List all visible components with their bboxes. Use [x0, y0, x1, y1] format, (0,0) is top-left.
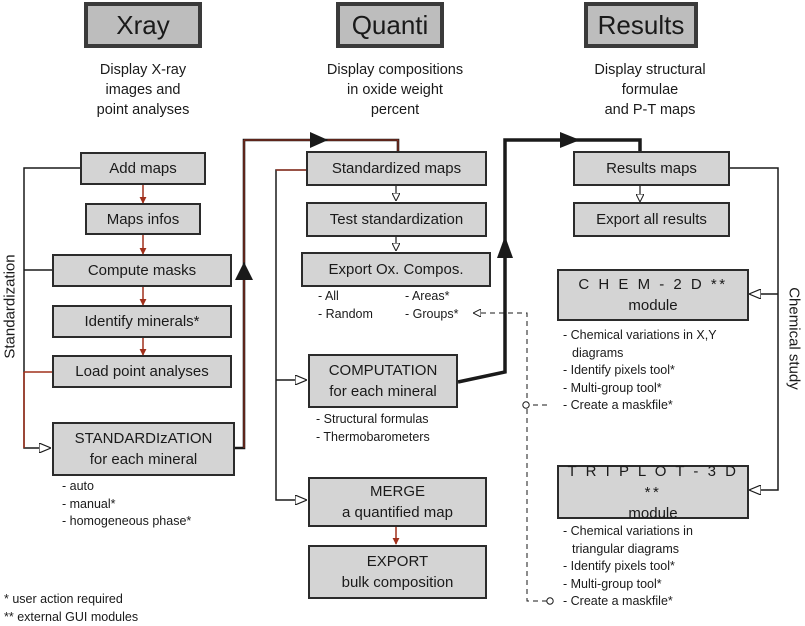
computation-button[interactable]: COMPUTATION for each mineral: [308, 354, 458, 408]
results-description: Display structural formulae and P-T maps: [594, 62, 706, 118]
add-maps-button[interactable]: Add maps: [80, 152, 206, 185]
computation-options: - Structural formulas - Thermobarometers: [316, 412, 430, 444]
xray-description: Display X-ray images and point analyses: [96, 62, 190, 118]
export-options-left: - All - Random: [318, 289, 373, 321]
triplot3d-module-button[interactable]: T R I P L O T - 3 D ** module: [557, 463, 749, 522]
bracket-add-maps: [23, 167, 80, 448]
standardization-button[interactable]: STANDARDIzATION for each mineral: [52, 422, 235, 476]
arrow-head-up-xray: [235, 262, 253, 280]
maps-infos-button[interactable]: Maps infos: [85, 203, 201, 235]
export-ox-compos-button[interactable]: Export Ox. Compos.: [301, 252, 491, 287]
compute-masks-button[interactable]: Compute masks: [52, 254, 232, 287]
identify-minerals-button[interactable]: Identify minerals*: [52, 305, 232, 338]
load-point-analyses-button[interactable]: Load point analyses: [52, 355, 232, 388]
export-bulk-button[interactable]: EXPORT bulk composition: [308, 545, 487, 599]
standardized-maps-button[interactable]: Standardized maps: [306, 151, 487, 186]
side-label-standardization: Standardization: [1, 254, 19, 359]
chem2d-features: - Chemical variations in X,Y diagrams - …: [563, 328, 717, 412]
triplot3d-features: - Chemical variations in triangular diag…: [563, 524, 693, 608]
header-quanti: Quanti: [336, 2, 444, 48]
header-results: Results: [584, 2, 698, 48]
arrow-head-right-quanti: [310, 132, 328, 148]
chem2d-module-button[interactable]: C H E M - 2 D ** module: [557, 269, 749, 321]
export-all-results-button[interactable]: Export all results: [573, 202, 730, 237]
legend: * user action required ** external GUI m…: [4, 592, 139, 624]
test-standardization-button[interactable]: Test standardization: [306, 202, 487, 237]
side-label-chemical-study: Chemical study: [785, 287, 803, 390]
header-xray: Xray: [84, 2, 202, 48]
results-maps-button[interactable]: Results maps: [573, 151, 730, 186]
merge-button[interactable]: MERGE a quantified map: [308, 477, 487, 527]
quanti-description: Display compositions in oxide weight per…: [326, 62, 464, 118]
export-options-right: - Areas* - Groups*: [405, 289, 459, 321]
standardization-options: - auto - manual* - homogeneous phase*: [62, 479, 192, 528]
